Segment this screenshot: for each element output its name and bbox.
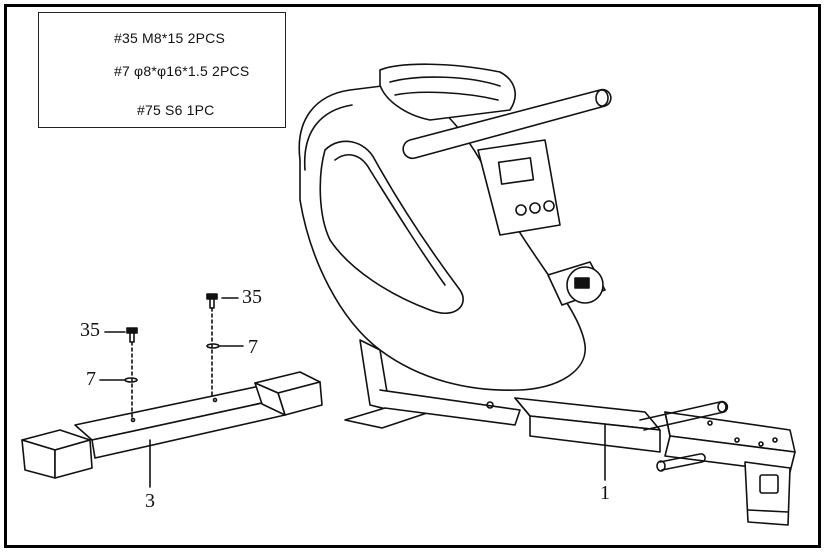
machine-body xyxy=(298,63,612,429)
callout-washer-right: 7 xyxy=(248,336,258,358)
parts-list-box: #35 M8*15 2PCS #7 φ8*φ16*1.5 2PCS #75 S6… xyxy=(38,12,286,128)
main-rail xyxy=(514,397,796,526)
parts-list-item-washer: #7 φ8*φ16*1.5 2PCS xyxy=(114,63,250,79)
leader-lines xyxy=(99,297,606,488)
parts-list-item-bolt: #35 M8*15 2PCS xyxy=(114,30,225,46)
callout-main-rail: 1 xyxy=(600,482,610,504)
bolt-right xyxy=(206,293,220,399)
callout-bolt-left: 35 xyxy=(80,319,100,341)
parts-list-item-hex-key: #75 S6 1PC xyxy=(137,102,215,118)
front-stabilizer xyxy=(21,371,323,479)
callout-washer-left: 7 xyxy=(86,368,96,390)
callout-front-stabilizer: 3 xyxy=(145,490,155,512)
bolt-left xyxy=(124,327,138,421)
callout-bolt-right: 35 xyxy=(242,286,262,308)
